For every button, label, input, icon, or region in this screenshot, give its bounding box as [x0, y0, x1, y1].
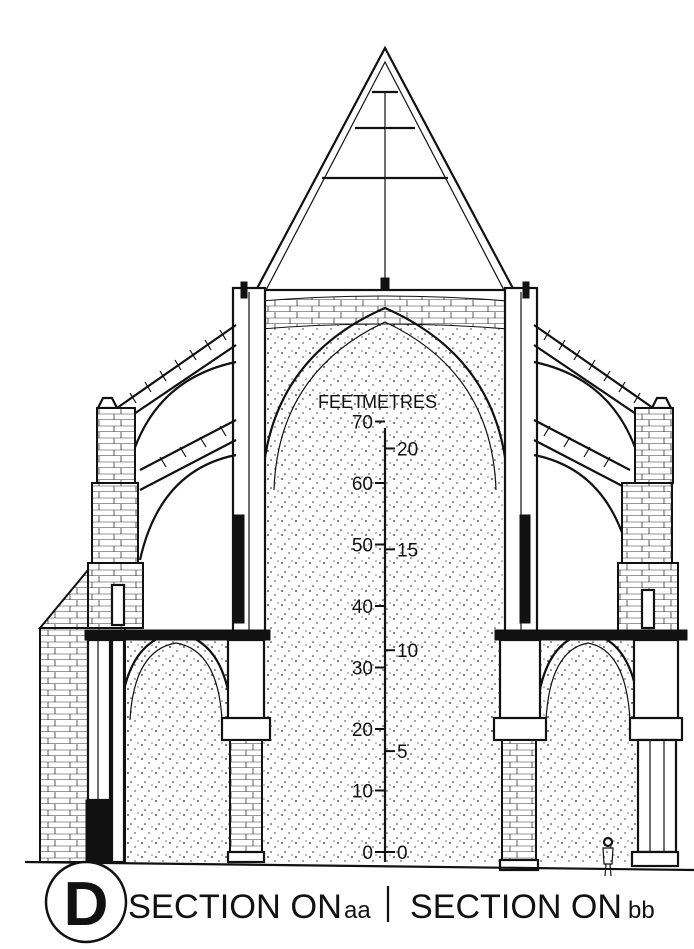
caption-left-suffix: aa	[344, 897, 371, 924]
scale-feet-label: FEET	[318, 392, 364, 412]
metre-tick-label: 15	[397, 540, 418, 561]
feet-tick-label: 30	[352, 659, 373, 680]
right-aisle	[492, 629, 688, 872]
feet-tick-label: 70	[352, 413, 373, 434]
ground-line	[24, 860, 694, 872]
scale-bar: FEET METRES 0 10 20 30 40 50 60 70 0 5 10 15 20	[318, 392, 437, 864]
feet-tick-label: 50	[352, 536, 373, 557]
left-flying-buttresses	[116, 324, 237, 561]
feet-tick-label: 40	[352, 597, 373, 618]
feet-ticks: 0 10 20 30 40 50 60 70	[352, 413, 385, 864]
metre-tick-label: 0	[397, 843, 408, 864]
nave	[231, 281, 539, 862]
feet-tick-label: 0	[362, 843, 373, 864]
scale-metres-label: METRES	[362, 392, 437, 412]
caption-letter-circle	[44, 860, 128, 944]
caption-letter: D	[64, 870, 109, 939]
metre-tick-label: 20	[397, 439, 418, 460]
feet-tick-label: 10	[352, 782, 373, 803]
metre-ticks: 0 5 10 15 20	[385, 439, 418, 864]
left-aisle	[84, 629, 272, 864]
feet-tick-label: 60	[352, 474, 373, 495]
caption-right-suffix: bb	[628, 897, 655, 924]
right-buttress-pier	[617, 396, 679, 632]
caption-left-text: SECTION ON	[128, 888, 342, 926]
roof-truss	[248, 45, 522, 304]
metre-tick-label: 5	[397, 742, 408, 763]
metre-tick-label: 10	[397, 641, 418, 662]
caption-right-text: SECTION ON	[410, 888, 622, 926]
caption: D SECTION ON aa SECTION ON bb	[44, 860, 655, 944]
feet-tick-label: 20	[352, 720, 373, 741]
